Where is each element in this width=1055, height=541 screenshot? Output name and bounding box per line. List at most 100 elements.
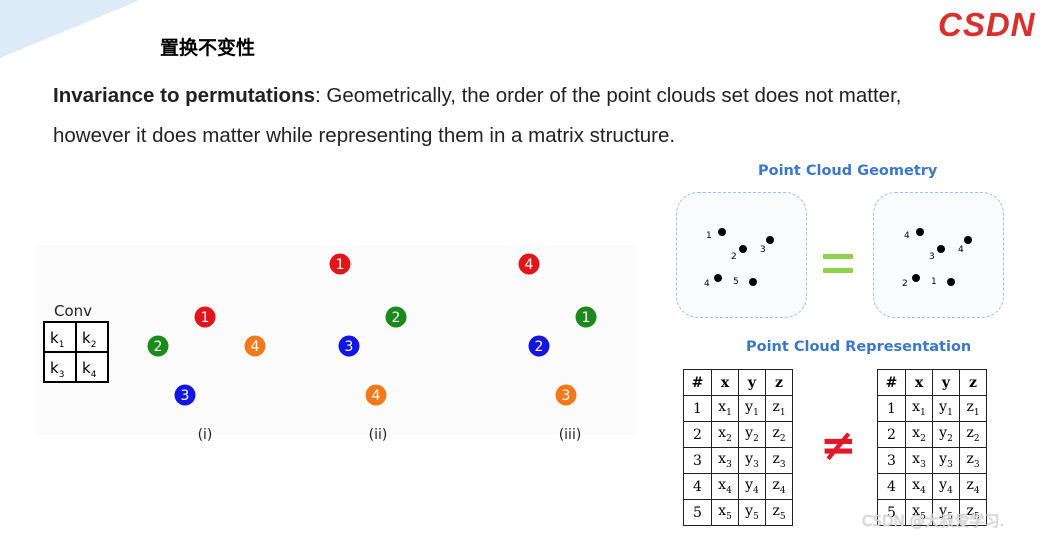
geo-point-label: 1 — [931, 277, 937, 287]
point-2-3: 3 — [338, 335, 360, 357]
kernel-cell-4: k4 — [82, 359, 97, 380]
geometry-panel-left — [676, 192, 807, 318]
intro-paragraph: Invariance to permutations: Geometricall… — [53, 76, 1013, 156]
matrix-cell: y5 — [738, 499, 766, 526]
matrix-cell: z2 — [959, 421, 987, 448]
matrix-cell: x4 — [905, 473, 933, 500]
representation-title: Point Cloud Representation — [746, 339, 972, 355]
paragraph-line2: however it does matter while representin… — [53, 124, 676, 147]
geo-point-label: 2 — [731, 252, 737, 262]
matrix-header-cell: # — [683, 369, 712, 396]
bold-term: Invariance to permutations — [53, 84, 316, 107]
ordering-caption: (iii) — [559, 427, 582, 443]
geo-point-label: 4 — [958, 245, 964, 255]
matrix-cell: x2 — [711, 421, 739, 448]
equals-sign — [823, 254, 853, 282]
ordering-caption: (i) — [198, 427, 213, 443]
point-1-2: 2 — [147, 335, 169, 357]
point-2-2: 2 — [385, 306, 407, 328]
geo-point — [766, 236, 774, 244]
matrix-cell: z3 — [959, 447, 987, 474]
svg-text:4: 4 — [251, 339, 260, 355]
matrix-header-cell: # — [877, 369, 906, 396]
matrix-header-cell: z — [959, 369, 987, 396]
matrix-cell: x3 — [711, 447, 739, 474]
matrix-cell: z4 — [765, 473, 793, 500]
point-3-2: 2 — [528, 335, 550, 357]
geometry-title: Point Cloud Geometry — [758, 163, 938, 179]
matrix-cell: y4 — [738, 473, 766, 500]
geo-point-label: 3 — [929, 252, 935, 262]
svg-text:3: 3 — [562, 388, 571, 404]
matrix-cell: z5 — [765, 499, 793, 526]
matrix-cell: y2 — [932, 421, 960, 448]
watermark: CSDN @大叔爱学习. — [862, 512, 1005, 530]
matrix-cell: z1 — [959, 395, 987, 422]
not-equal-sign: ≠ — [820, 420, 857, 471]
matrix-header-cell: y — [738, 369, 766, 396]
matrix-cell: y4 — [932, 473, 960, 500]
matrix-cell: y3 — [932, 447, 960, 474]
geo-point — [916, 228, 924, 236]
csdn-logo: CSDN — [938, 6, 1036, 43]
matrix-cell: x4 — [711, 473, 739, 500]
geometry-panel-right — [873, 192, 1004, 318]
matrix-cell: x5 — [711, 499, 739, 526]
geo-point-label: 5 — [733, 277, 739, 287]
svg-text:3: 3 — [345, 339, 354, 355]
geo-point — [749, 278, 757, 286]
point-3-4: 4 — [518, 253, 540, 275]
matrix-cell: x2 — [905, 421, 933, 448]
svg-text:3: 3 — [181, 388, 190, 404]
geo-point-label: 2 — [902, 279, 908, 289]
geo-point — [937, 245, 945, 253]
kernel-cell-3: k3 — [50, 359, 64, 380]
svg-text:1: 1 — [201, 310, 210, 326]
matrix-header-cell: x — [905, 369, 933, 396]
corner-decoration — [0, 0, 140, 58]
matrix-cell: z5 — [959, 499, 987, 526]
geo-point — [714, 274, 722, 282]
conv-label: Conv — [54, 302, 92, 320]
matrix-cell: y1 — [932, 395, 960, 422]
matrix-cell: y3 — [738, 447, 766, 474]
matrix-cell: y1 — [738, 395, 766, 422]
matrix-cell: z2 — [765, 421, 793, 448]
point-1-1: 1 — [194, 306, 216, 328]
matrix-header-cell: y — [932, 369, 960, 396]
svg-text:4: 4 — [372, 388, 381, 404]
matrix-cell: y2 — [738, 421, 766, 448]
matrix-header-cell: x — [711, 369, 739, 396]
geo-point-label: 1 — [706, 231, 712, 241]
svg-text:2: 2 — [535, 339, 544, 355]
svg-text:4: 4 — [525, 257, 534, 273]
geo-point — [947, 278, 955, 286]
geo-point — [912, 274, 920, 282]
matrix-cell: z3 — [765, 447, 793, 474]
point-1-3: 3 — [174, 384, 196, 406]
geo-point-label: 4 — [704, 279, 710, 289]
kernel-cell-2: k2 — [82, 329, 96, 350]
matrix-header-cell: z — [765, 369, 793, 396]
paragraph-line1: : Geometrically, the order of the point … — [315, 84, 902, 107]
svg-text:1: 1 — [336, 257, 345, 273]
point-2-1: 1 — [329, 253, 351, 275]
matrix-cell: x1 — [711, 395, 739, 422]
ordering-caption: (ii) — [369, 427, 388, 443]
svg-text:2: 2 — [154, 339, 163, 355]
conv-kernel — [43, 321, 109, 383]
geo-point — [739, 245, 747, 253]
